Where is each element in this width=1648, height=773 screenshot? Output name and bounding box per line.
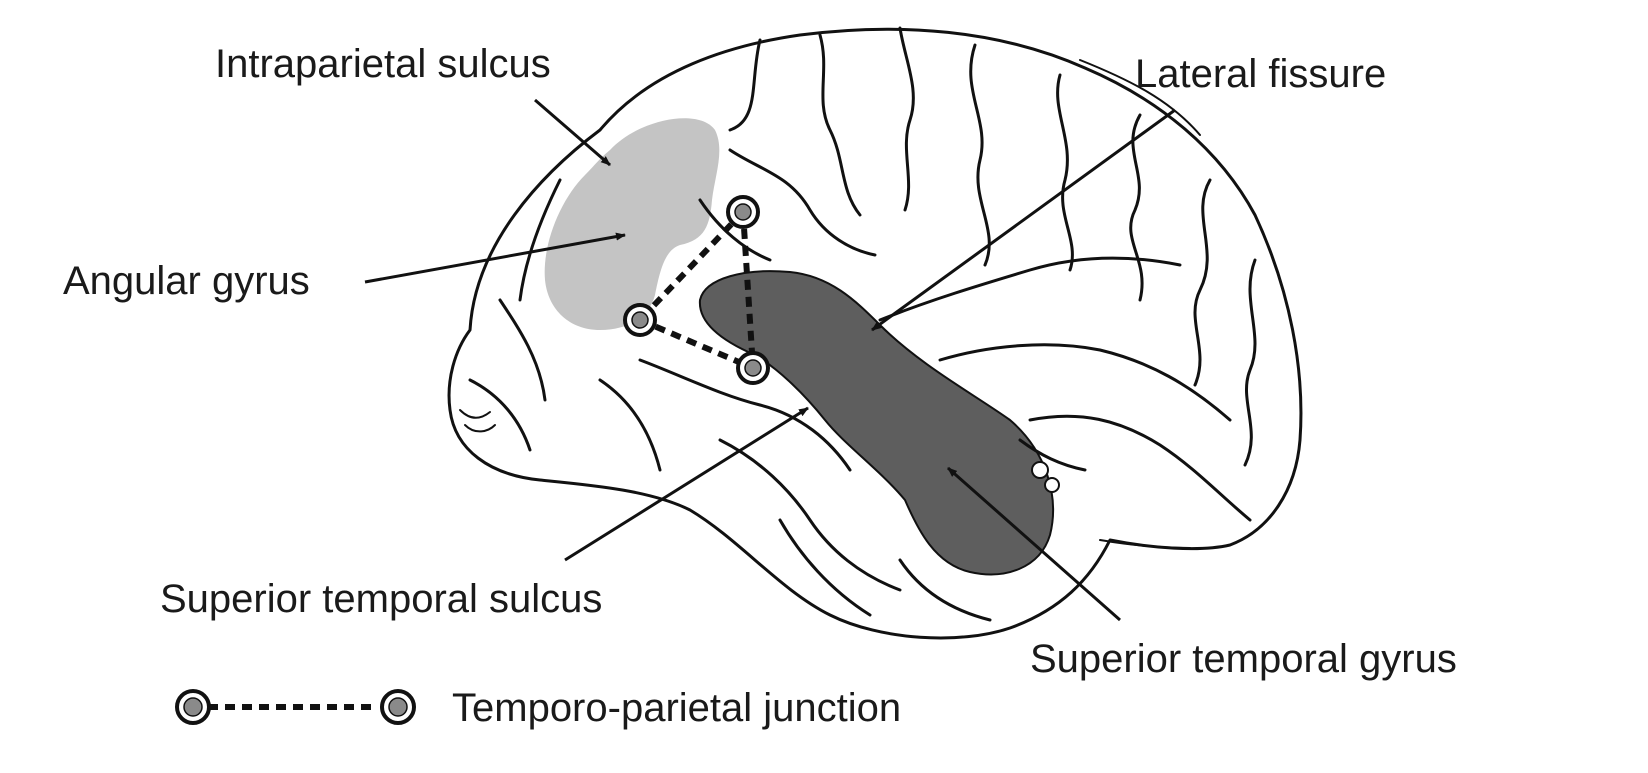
label-superior-temporal-sulcus: Superior temporal sulcus: [160, 577, 602, 621]
label-angular-gyrus: Angular gyrus: [63, 259, 310, 303]
tpj-marker-top: [728, 197, 758, 227]
label-superior-temporal-gyrus: Superior temporal gyrus: [1030, 637, 1457, 681]
tpj-marker-bottom: [738, 353, 768, 383]
tpj-marker-left: [625, 305, 655, 335]
legend: Temporo-parietal junction: [177, 686, 901, 730]
legend-marker-right: [382, 691, 414, 723]
legend-marker-left: [177, 691, 209, 723]
label-lateral-fissure: Lateral fissure: [1135, 52, 1386, 96]
label-intraparietal-sulcus: Intraparietal sulcus: [215, 42, 551, 86]
legend-label-tpj: Temporo-parietal junction: [452, 686, 901, 730]
